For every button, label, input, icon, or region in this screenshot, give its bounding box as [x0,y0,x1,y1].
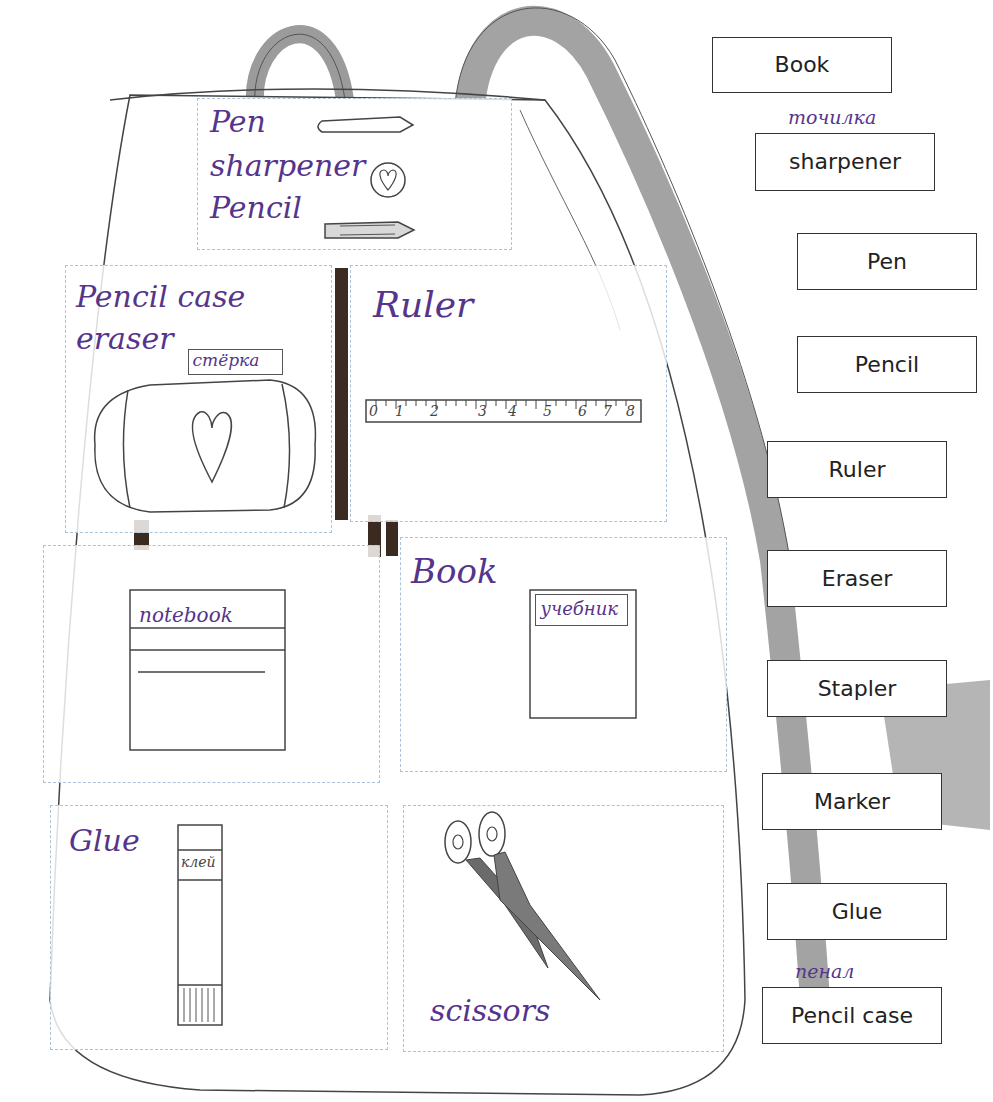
handwritten-word: Ruler [373,284,473,325]
book-sketch [530,590,636,718]
picture-card: scissors [403,805,724,1052]
ruler-number: 6 [578,404,587,419]
right-strap [470,21,815,1000]
word-label: Ruler [768,442,946,497]
ruler-number: 5 [543,404,552,419]
word-card: Book [712,37,892,93]
word-card: точилкаsharpener [755,133,935,191]
scissors-handle [479,812,505,856]
handwritten-word: учебник [541,599,618,620]
ruler-sketch [366,400,641,422]
word-card: Pencil [797,336,977,393]
notebook-sketch [130,590,285,750]
scissors-hole [487,827,497,841]
word-card: Eraser [767,550,947,607]
ruler-ticks [376,400,626,409]
handwritten-word: Pencil case [76,280,245,315]
picture-card: notebook [43,545,380,783]
word-card: Pen [797,233,977,290]
ruler-number: 7 [603,404,612,419]
handwritten-word: Pen [210,105,266,140]
sharpener-sketch [371,163,405,197]
picture-card: Pen sharpenerPencil [197,98,512,250]
handwritten-word: Book [411,552,498,591]
word-label: Book [713,38,891,92]
picture-card: учебник Book [400,537,727,772]
backpack-strip [335,268,348,520]
handwritten-word: пенал [795,961,854,983]
ruler-number: 0 [369,404,378,419]
word-label: Marker [763,774,941,829]
handwritten-word: точилка [788,107,876,129]
sharpener-heart [380,170,396,190]
right-strap-edge [455,8,790,560]
word-label: Stapler [768,661,946,716]
handwritten-word: стёрка [193,351,260,371]
ruler-number: 4 [508,404,517,419]
picture-card: Ruler [350,265,667,522]
pencil-sketch [325,222,414,238]
word-label: Pencil case [763,988,941,1043]
translation-box: стёрка [188,349,283,375]
backpack-seam [520,110,620,330]
word-card: Stapler [767,660,947,717]
backpack-buckle [134,520,149,550]
scissors-handle [445,821,471,863]
word-label: Pen [798,234,976,289]
handwritten-word: eraser [76,322,173,357]
picture-card: стёрка Pencil case eraser [65,265,332,533]
word-label: Glue [768,884,946,939]
pencil-hatch [340,225,395,235]
glue-stick-bands [178,850,222,985]
word-label: Eraser [768,551,946,606]
handwritten-word: notebook [139,604,233,627]
left-strap [255,34,345,105]
scissors-hole [453,835,463,849]
word-label: Pencil [798,337,976,392]
strap-shade [880,680,990,830]
pen-sketch [318,117,413,132]
picture-card: Glue [50,805,388,1050]
scissors-blade [466,858,548,968]
pencil-case-zip [123,384,289,508]
word-card: Ruler [767,441,947,498]
backpack-body [50,95,745,1095]
heart-sketch [193,412,232,482]
translation-box: учебник [535,594,628,626]
word-card: Marker [762,773,942,830]
ruler-number: 3 [478,404,487,419]
notebook-lines [130,628,285,672]
ruler-number: 8 [626,404,635,419]
sketch-label: клей [181,855,216,870]
backpack-flap [110,89,545,100]
glue-stick-sketch [178,825,222,1025]
ruler-number: 2 [430,404,439,419]
backpack-buckle [386,520,398,556]
backpack-buckle [368,515,381,557]
handwritten-word: Glue [69,824,140,859]
scissors-blade [494,852,600,1000]
left-strap-edge [255,34,345,105]
handwritten-word: Pencil [210,191,302,226]
word-card: Glue [767,883,947,940]
pencil-case-sketch [95,380,316,512]
glue-stick-hatch [184,988,214,1022]
handwritten-word: scissors [430,994,550,1029]
word-card: пеналPencil case [762,987,942,1044]
handwritten-word: sharpener [210,149,365,184]
word-label: sharpener [756,134,934,190]
ruler-number: 1 [395,404,404,419]
